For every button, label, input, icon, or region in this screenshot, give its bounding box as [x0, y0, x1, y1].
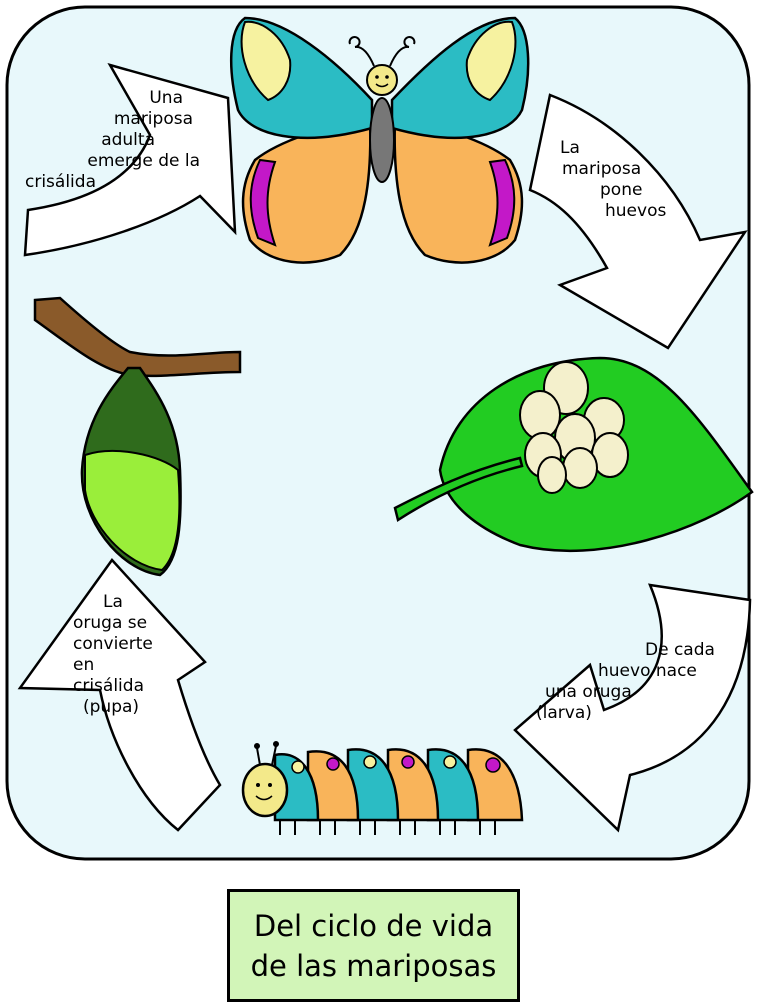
caterpillar-antenna-tip — [273, 741, 279, 747]
caterpillar-antenna-tip — [254, 743, 260, 749]
caterpillar-spot — [486, 758, 500, 772]
stage-label-lays-eggs: La mariposa pone huevos — [560, 138, 710, 222]
diagram-title-box: Del ciclo de vida de las mariposas — [227, 889, 520, 1002]
butterfly-body — [370, 98, 394, 182]
text-line: (pupa) — [73, 697, 203, 718]
stage-label-pupa: La oruga se convierte en crisálida (pupa… — [73, 592, 203, 718]
egg — [520, 391, 560, 439]
text-line: La — [73, 592, 203, 613]
text-line: una oruga — [530, 682, 730, 703]
stage-label-adult-emerges: Una mariposa adulta emerge de la crisáli… — [25, 88, 205, 193]
caterpillar-spot — [292, 761, 304, 773]
butterfly-eye-right — [385, 75, 389, 79]
text-line: La — [560, 138, 710, 159]
caterpillar-head — [243, 764, 287, 816]
butterfly-head — [367, 65, 397, 95]
text-line: emerge de la — [25, 151, 205, 172]
butterfly-eye-left — [375, 75, 379, 79]
text-line: crisálida — [25, 172, 205, 193]
text-line: mariposa — [560, 159, 710, 180]
text-line: huevo nace — [530, 661, 730, 682]
title-line-1: Del ciclo de vida — [254, 906, 493, 946]
title-line-2: de las mariposas — [251, 946, 497, 986]
caterpillar-spot — [364, 756, 376, 768]
caterpillar-spot — [402, 756, 414, 768]
text-line: (larva) — [530, 703, 730, 724]
text-line: De cada — [530, 640, 730, 661]
stage-label-larva-hatches: De cada huevo nace una oruga (larva) — [530, 640, 730, 724]
text-line: oruga se — [73, 613, 203, 634]
caterpillar-spot — [327, 758, 339, 770]
caterpillar-spot — [444, 756, 456, 768]
egg — [538, 457, 566, 493]
text-line: pone — [560, 180, 710, 201]
text-line: adulta — [25, 130, 205, 151]
text-line: crisálida — [73, 676, 203, 697]
text-line: mariposa — [25, 109, 205, 130]
caterpillar-eye — [256, 783, 260, 787]
text-line: convierte — [73, 634, 203, 655]
text-line: Una — [25, 88, 205, 109]
egg — [563, 448, 597, 488]
text-line: huevos — [560, 201, 710, 222]
caterpillar-eye — [268, 783, 272, 787]
text-line: en — [73, 655, 203, 676]
